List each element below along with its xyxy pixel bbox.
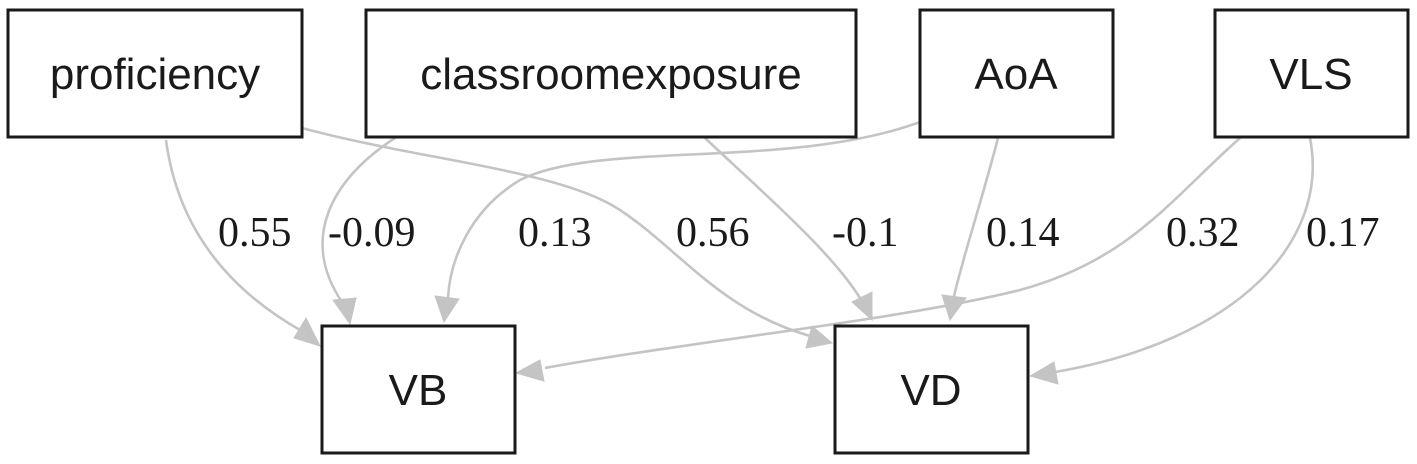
edge-aoa-to-vb [446,120,921,299]
edge-classroomexposure-to-vd-arrowhead [851,291,873,322]
edge-vls-to-vb [544,137,1241,370]
edge-label-aoa-vd: 0.14 [986,210,1060,256]
edges [164,120,1315,385]
node-vb: VB [320,324,517,455]
edge-vls-to-vb-arrowhead [514,359,545,382]
edge-aoa-to-vd [952,137,1000,297]
edge-aoa-to-vb-arrowhead [434,295,460,324]
edge-label-vls-vd: 0.17 [1306,210,1380,256]
edge-classroomexposure-to-vb-arrowhead [332,297,357,326]
node-aoa-box [918,8,1115,139]
node-vls-label: VLS [1269,50,1352,99]
edge-labels: 0.55 -0.09 0.13 0.56 -0.1 0.14 0.32 0.17 [218,210,1380,256]
node-vb-label: VB [389,366,448,415]
edge-aoa-to-vd-arrowhead [941,294,967,322]
node-classroomexposure: classroomexposure [364,8,858,139]
edge-classroomexposure-to-vd [704,137,862,299]
edge-label-proficiency-vb: 0.55 [218,210,292,256]
edge-label-proficiency-vd: 0.56 [676,210,750,256]
node-vls-box [1213,8,1410,139]
node-vls: VLS [1213,8,1410,139]
node-proficiency: proficiency [6,8,304,139]
edge-label-aoa-vb: 0.13 [518,210,592,256]
node-vb-box [320,324,517,455]
node-aoa: AoA [918,8,1115,139]
node-classroomexposure-box [364,8,858,139]
node-proficiency-box [6,8,304,139]
node-vd-box [833,324,1030,455]
edge-proficiency-to-vd [301,126,811,338]
node-classroomexposure-label: classroomexposure [420,50,802,99]
edge-label-classroomexposure-vd: -0.1 [832,210,899,256]
edge-vls-to-vd-arrowhead [1028,361,1059,385]
node-vd: VD [833,324,1030,455]
node-vd-label: VD [900,366,961,415]
edge-classroomexposure-to-vb [321,136,396,303]
edge-label-vls-vb: 0.32 [1166,210,1240,256]
edge-vls-to-vd [1054,137,1315,374]
node-aoa-label: AoA [974,50,1058,99]
node-proficiency-label: proficiency [50,50,260,99]
edge-proficiency-to-vb-arrowhead [293,316,321,347]
edge-proficiency-to-vb [164,139,301,332]
edge-label-classroomexposure-vb: -0.09 [328,210,416,256]
edge-proficiency-to-vd-arrowhead [805,325,834,349]
